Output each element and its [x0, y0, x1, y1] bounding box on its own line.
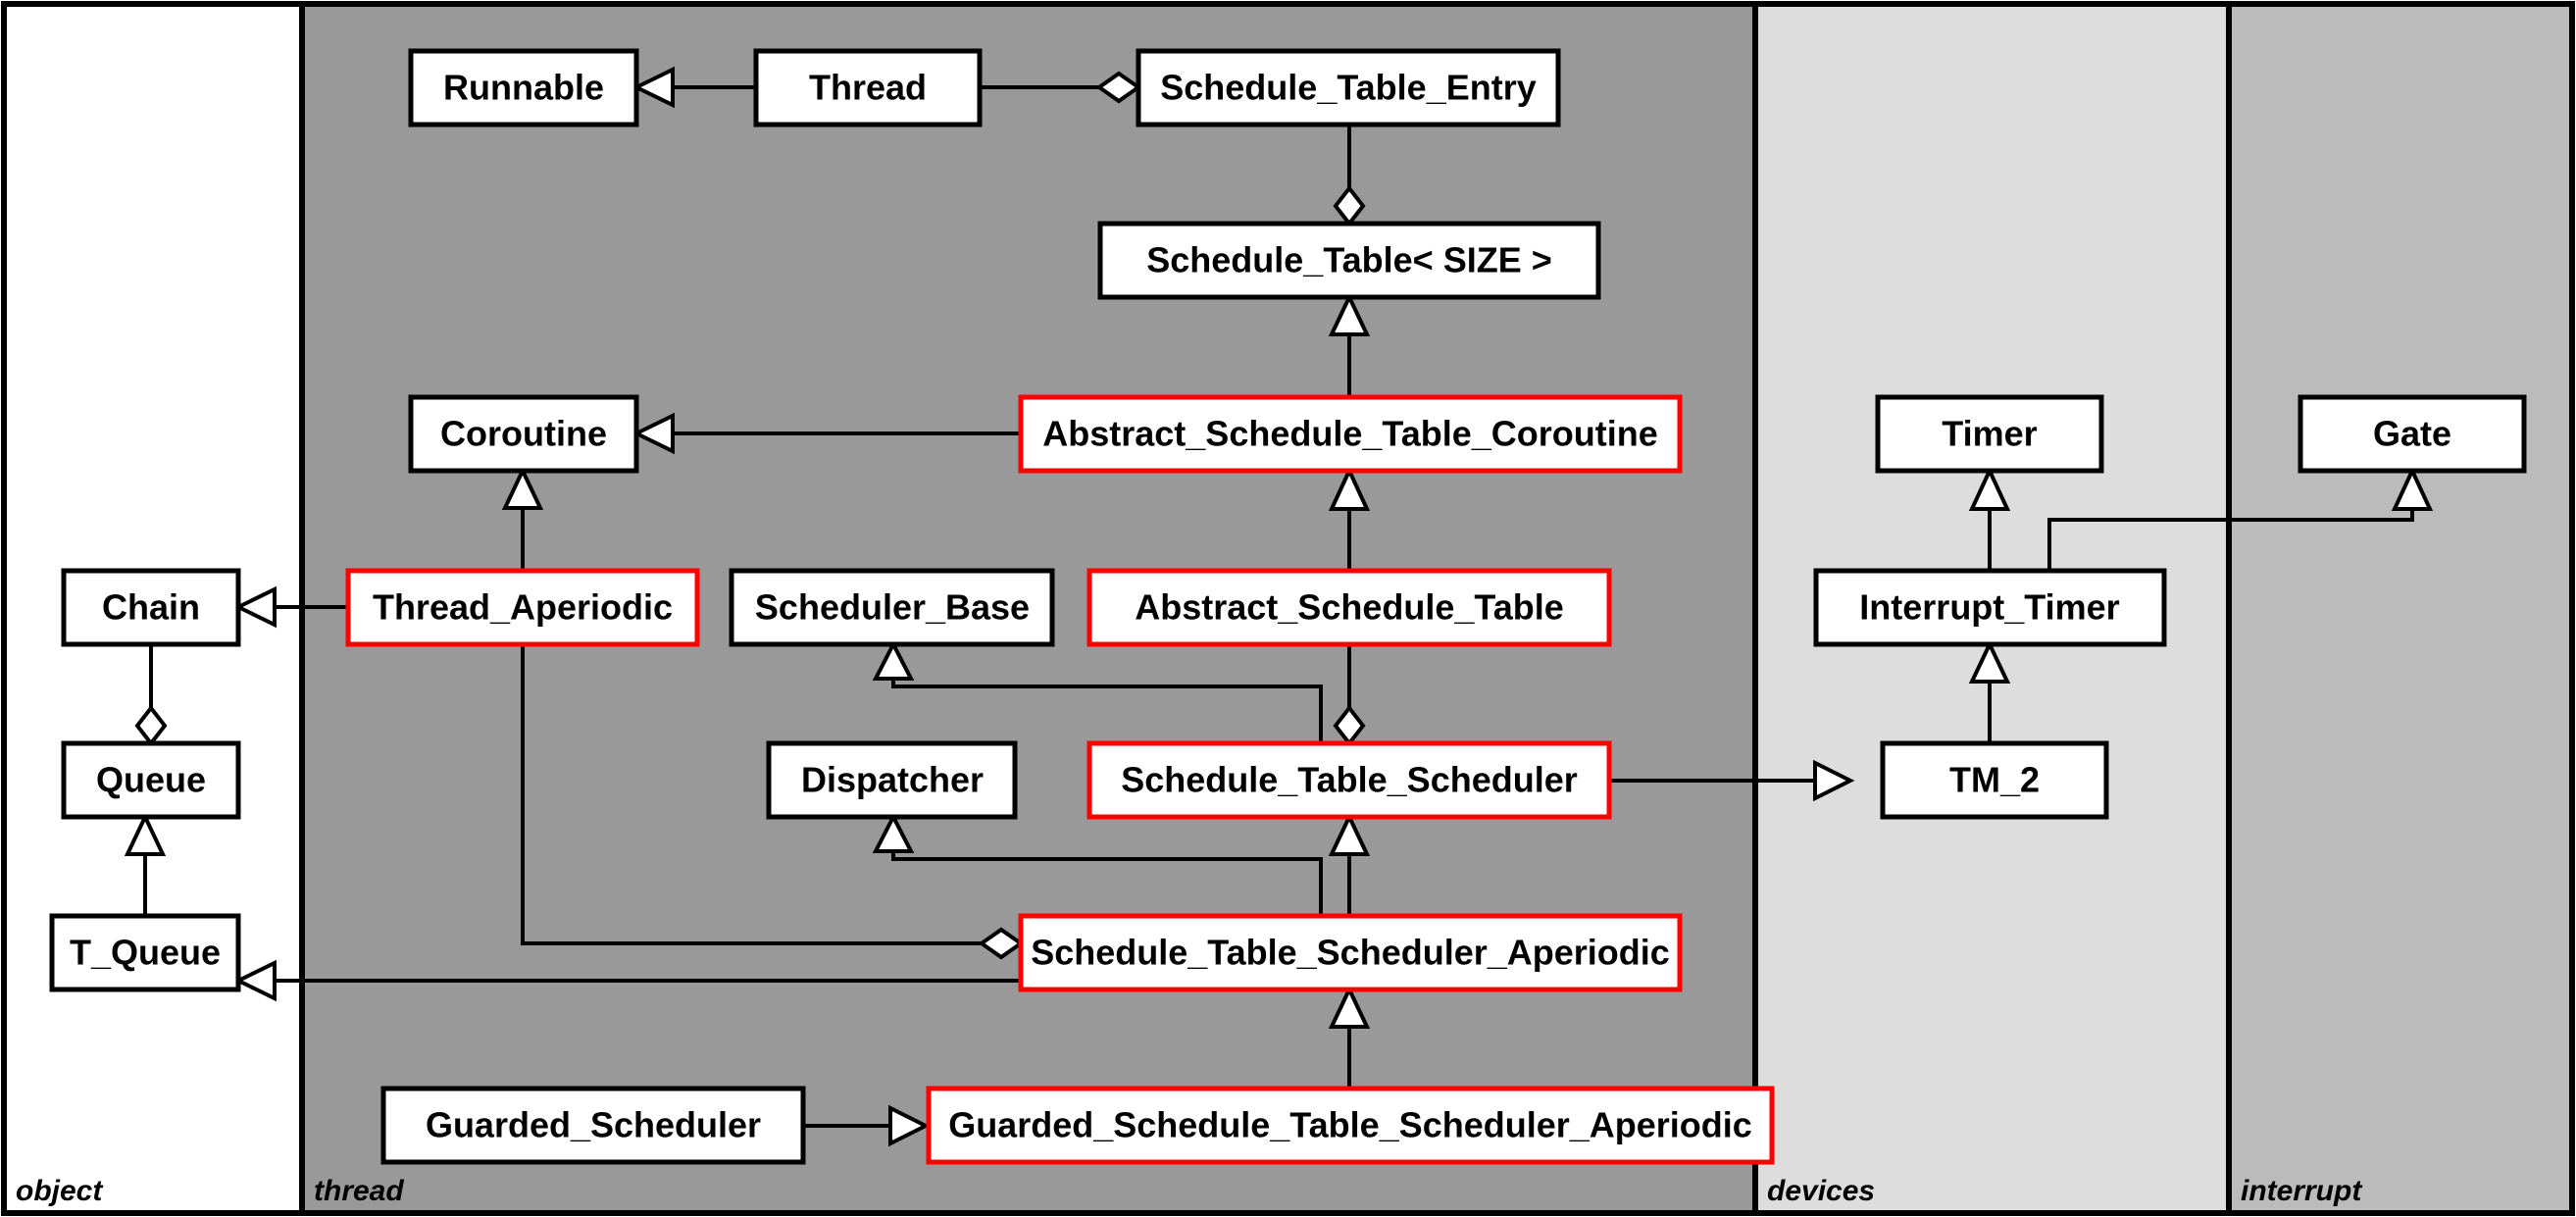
- aggregation-diamond: [134, 704, 168, 747]
- class-node-guarded-schedule-table-scheduler-aperiodic[interactable]: Guarded_Schedule_Table_Scheduler_Aperiod…: [926, 1086, 1775, 1165]
- generalization-arrowhead: [631, 66, 675, 109]
- package-label-devices: devices: [1767, 1175, 1875, 1207]
- class-label: Runnable: [443, 68, 604, 108]
- package-label-object: object: [16, 1175, 104, 1207]
- edge-inttimer-to-gate: [2047, 466, 2434, 571]
- class-label: Schedule_Table_Scheduler_Aperiodic: [1031, 933, 1670, 973]
- generalization-arrowhead: [2391, 466, 2434, 511]
- class-label: Abstract_Schedule_Table: [1135, 587, 1563, 628]
- class-node-thread[interactable]: Thread: [753, 48, 983, 127]
- generalization-arrowhead: [1328, 466, 1371, 511]
- class-node-thread-aperiodic[interactable]: Thread_Aperiodic: [345, 568, 700, 647]
- package-label-layer: object thread devices interrupt: [16, 1175, 2363, 1207]
- generalization-arrowhead: [872, 639, 915, 681]
- edge-astc-to-coroutine: [631, 412, 1021, 455]
- association-open-arrowhead: [1813, 759, 1855, 802]
- class-label: Queue: [96, 760, 206, 800]
- class-label: Chain: [102, 587, 200, 628]
- edge-sts-to-schedulerbase: [872, 639, 1323, 743]
- class-label: Schedule_Table_Scheduler: [1121, 760, 1578, 800]
- class-node-tm2[interactable]: TM_2: [1880, 740, 2109, 820]
- relation-layer: TM_2 (association, open arrow) -->: [124, 66, 2434, 1147]
- edge-sts-to-ast: [1333, 644, 1366, 747]
- class-node-gate[interactable]: Gate: [2298, 394, 2527, 474]
- edge-queue-to-chain: [134, 644, 168, 747]
- class-node-interrupt-timer[interactable]: Interrupt_Timer: [1813, 568, 2167, 647]
- class-label: Guarded_Scheduler: [426, 1105, 761, 1145]
- edge-thraper-to-chain: [233, 585, 348, 629]
- generalization-arrowhead: [1968, 639, 2011, 684]
- class-node-scheduler-base[interactable]: Scheduler_Base: [729, 568, 1055, 647]
- class-label: Scheduler_Base: [755, 587, 1030, 628]
- class-label: Dispatcher: [801, 760, 984, 800]
- class-label: Guarded_Schedule_Table_Scheduler_Aperiod…: [948, 1105, 1752, 1145]
- edge-ast-to-astc: [1328, 466, 1371, 571]
- edge-gsched-to-gstsaper: [803, 1104, 931, 1147]
- edge-thread-to-runnable: [631, 66, 756, 109]
- aggregation-diamond: [1095, 71, 1142, 104]
- generalization-arrowhead: [233, 959, 277, 1002]
- class-label: Schedule_Table< SIZE >: [1146, 240, 1552, 280]
- class-node-dispatcher[interactable]: Dispatcher: [766, 740, 1018, 820]
- edge-gstsaper-to-stsaper: [1328, 985, 1371, 1089]
- edge-ste-to-thread: [980, 71, 1142, 104]
- class-node-schedule-table-scheduler[interactable]: Schedule_Table_Scheduler: [1086, 740, 1612, 820]
- class-label: T_Queue: [70, 933, 221, 973]
- package-interrupt[interactable]: [2226, 1, 2575, 1216]
- generalization-arrowhead: [124, 812, 167, 856]
- class-node-guarded-scheduler[interactable]: Guarded_Scheduler: [380, 1086, 806, 1165]
- class-node-runnable[interactable]: Runnable: [408, 48, 639, 127]
- package-label-interrupt: interrupt: [2241, 1175, 2363, 1207]
- class-label: Coroutine: [440, 414, 607, 454]
- edge-stsaper-to-tqueue: [233, 959, 1021, 1002]
- edge-sts-to-tm2: [1609, 759, 1855, 802]
- class-node-schedule-table-size[interactable]: Schedule_Table< SIZE >: [1097, 221, 1601, 300]
- class-label: Interrupt_Timer: [1859, 587, 2119, 628]
- edge-stsize-to-ste: [1333, 125, 1366, 228]
- edge-tm2-to-inttimer: [1968, 639, 2011, 743]
- edge-thraper-to-coroutine: [501, 466, 544, 571]
- edge-tqueue-to-queue: [124, 812, 167, 916]
- class-label: Schedule_Table_Entry: [1160, 68, 1536, 108]
- edge-stsaper-to-runnable: [521, 644, 1025, 960]
- aggregation-diamond: [1333, 184, 1366, 228]
- generalization-arrowhead: [872, 812, 915, 853]
- class-node-queue[interactable]: Queue: [61, 740, 241, 820]
- generalization-arrowhead: [501, 466, 544, 510]
- package-label-thread: thread: [314, 1175, 404, 1207]
- class-node-schedule-table-scheduler-aperiodic[interactable]: Schedule_Table_Scheduler_Aperiodic: [1018, 913, 1683, 992]
- class-label: Gate: [2373, 414, 2451, 454]
- class-label: Thread: [809, 68, 927, 108]
- class-node-schedule-table-entry[interactable]: Schedule_Table_Entry: [1136, 48, 1561, 127]
- edge-stsaper-to-dispatcher: [872, 812, 1323, 916]
- class-node-abstract-schedule-table[interactable]: Abstract_Schedule_Table: [1086, 568, 1612, 647]
- aggregation-diamond: [978, 927, 1025, 960]
- generalization-arrowhead: [631, 412, 675, 455]
- edge-stsaper-to-sts: [1328, 812, 1371, 916]
- generalization-arrowhead: [1968, 466, 2011, 511]
- class-node-timer[interactable]: Timer: [1875, 394, 2104, 474]
- generalization-arrowhead: [1328, 812, 1371, 856]
- class-label: Timer: [1942, 414, 2037, 454]
- class-layer: Runnable Thread Schedule_Table_Entry Sch…: [49, 48, 2527, 1165]
- edge-inttimer-to-timer: [1968, 466, 2011, 571]
- generalization-arrowhead: [1328, 292, 1371, 336]
- class-node-coroutine[interactable]: Coroutine: [408, 394, 639, 474]
- class-node-t-queue[interactable]: T_Queue: [49, 913, 241, 992]
- class-node-chain[interactable]: Chain: [61, 568, 241, 647]
- class-label: Abstract_Schedule_Table_Coroutine: [1042, 414, 1658, 454]
- class-label: Thread_Aperiodic: [373, 587, 673, 628]
- aggregation-diamond: [1333, 704, 1366, 747]
- generalization-arrowhead: [1328, 985, 1371, 1029]
- class-node-abstract-schedule-table-coroutine[interactable]: Abstract_Schedule_Table_Coroutine: [1018, 394, 1683, 474]
- class-label: TM_2: [1949, 760, 2040, 800]
- association-open-arrowhead: [888, 1104, 931, 1147]
- generalization-arrowhead: [233, 585, 277, 629]
- edge-astc-to-stsize: [1328, 292, 1371, 397]
